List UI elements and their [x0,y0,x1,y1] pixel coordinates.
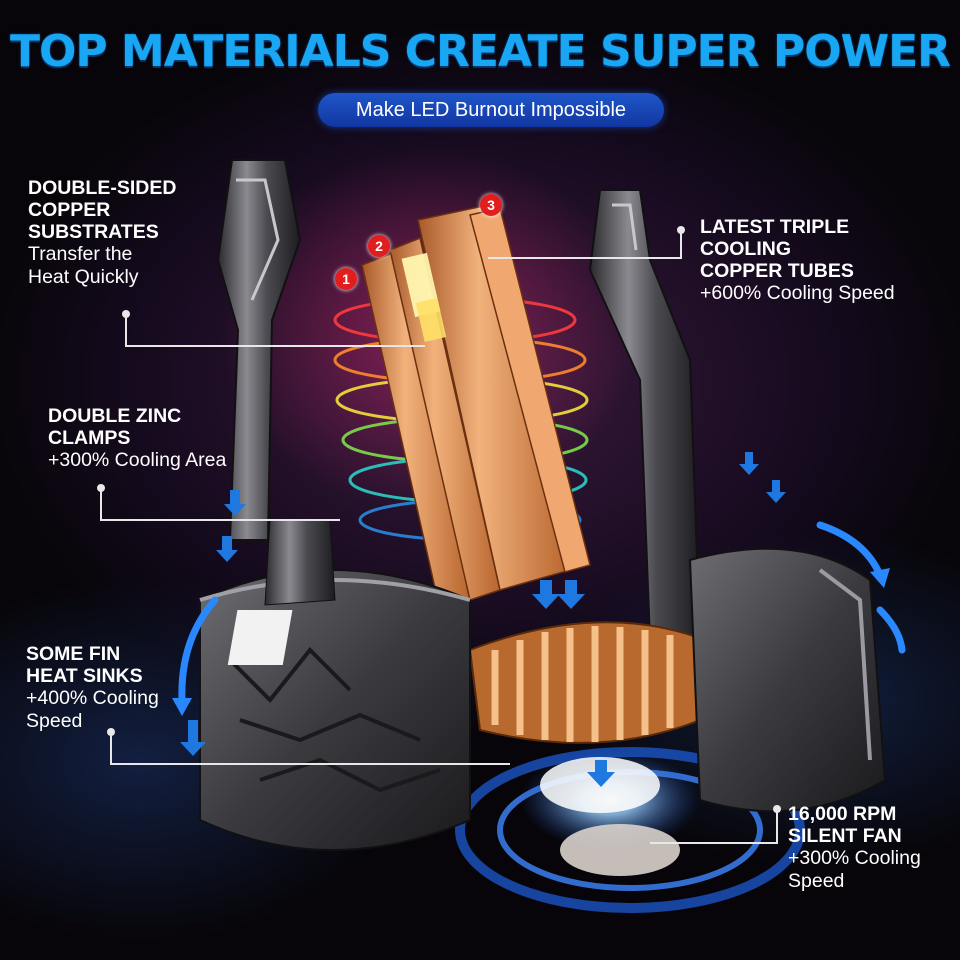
callout-fin-heat-sinks: SOME FIN HEAT SINKS +400% Cooling Speed [26,643,159,733]
arrow-down-icon [216,536,238,562]
subtitle-badge: Make LED Burnout Impossible [318,93,664,127]
copper-tubes [361,204,591,611]
callout-heading: DOUBLE ZINC CLAMPS [48,405,182,449]
arrow-down-icon [587,760,615,787]
callout-copper-substrates: DOUBLE-SIDED COPPER SUBSTRATES Transfer … [28,177,176,289]
arrow-down-icon [739,452,759,475]
left-base [199,519,471,851]
curved-arrows [178,521,906,704]
marker-1: 1 [335,268,357,290]
airflow-arrows [180,452,786,787]
callout-heading: 16,000 RPM SILENT FAN [788,803,902,847]
callout-heading: DOUBLE-SIDED COPPER SUBSTRATES [28,177,177,243]
callout-subtext: +600% Cooling Speed [700,282,895,304]
arrow-down-icon [180,720,206,756]
callout-subtext: Transfer the Heat Quickly [28,243,139,288]
callout-heading: LATEST TRIPLE COOLING COPPER TUBES [700,216,854,282]
curved-arrow-heads [172,568,890,716]
right-base [688,547,887,813]
arrow-down-icon [766,480,786,503]
fin-heat-sink [468,621,707,744]
arrow-down-icon [224,490,246,516]
marker-3: 3 [480,194,502,216]
arrow-down-icon [532,580,560,609]
callout-subtext: +400% Cooling Speed [26,687,159,732]
callout-subtext: +300% Cooling Speed [788,847,921,892]
callout-zinc-clamps: DOUBLE ZINC CLAMPS +300% Cooling Area [48,405,226,472]
callout-heading: SOME FIN HEAT SINKS [26,643,143,687]
page-title: TOP MATERIALS CREATE SUPER POWER [9,26,951,77]
callout-subtext: +300% Cooling Area [48,449,227,471]
callout-silent-fan: 16,000 RPM SILENT FAN +300% Cooling Spee… [788,803,921,893]
arrow-down-icon [557,580,585,609]
marker-2: 2 [368,235,390,257]
callout-cooling-tubes: LATEST TRIPLE COOLING COPPER TUBES +600%… [700,216,895,305]
left-clamp [216,159,302,541]
